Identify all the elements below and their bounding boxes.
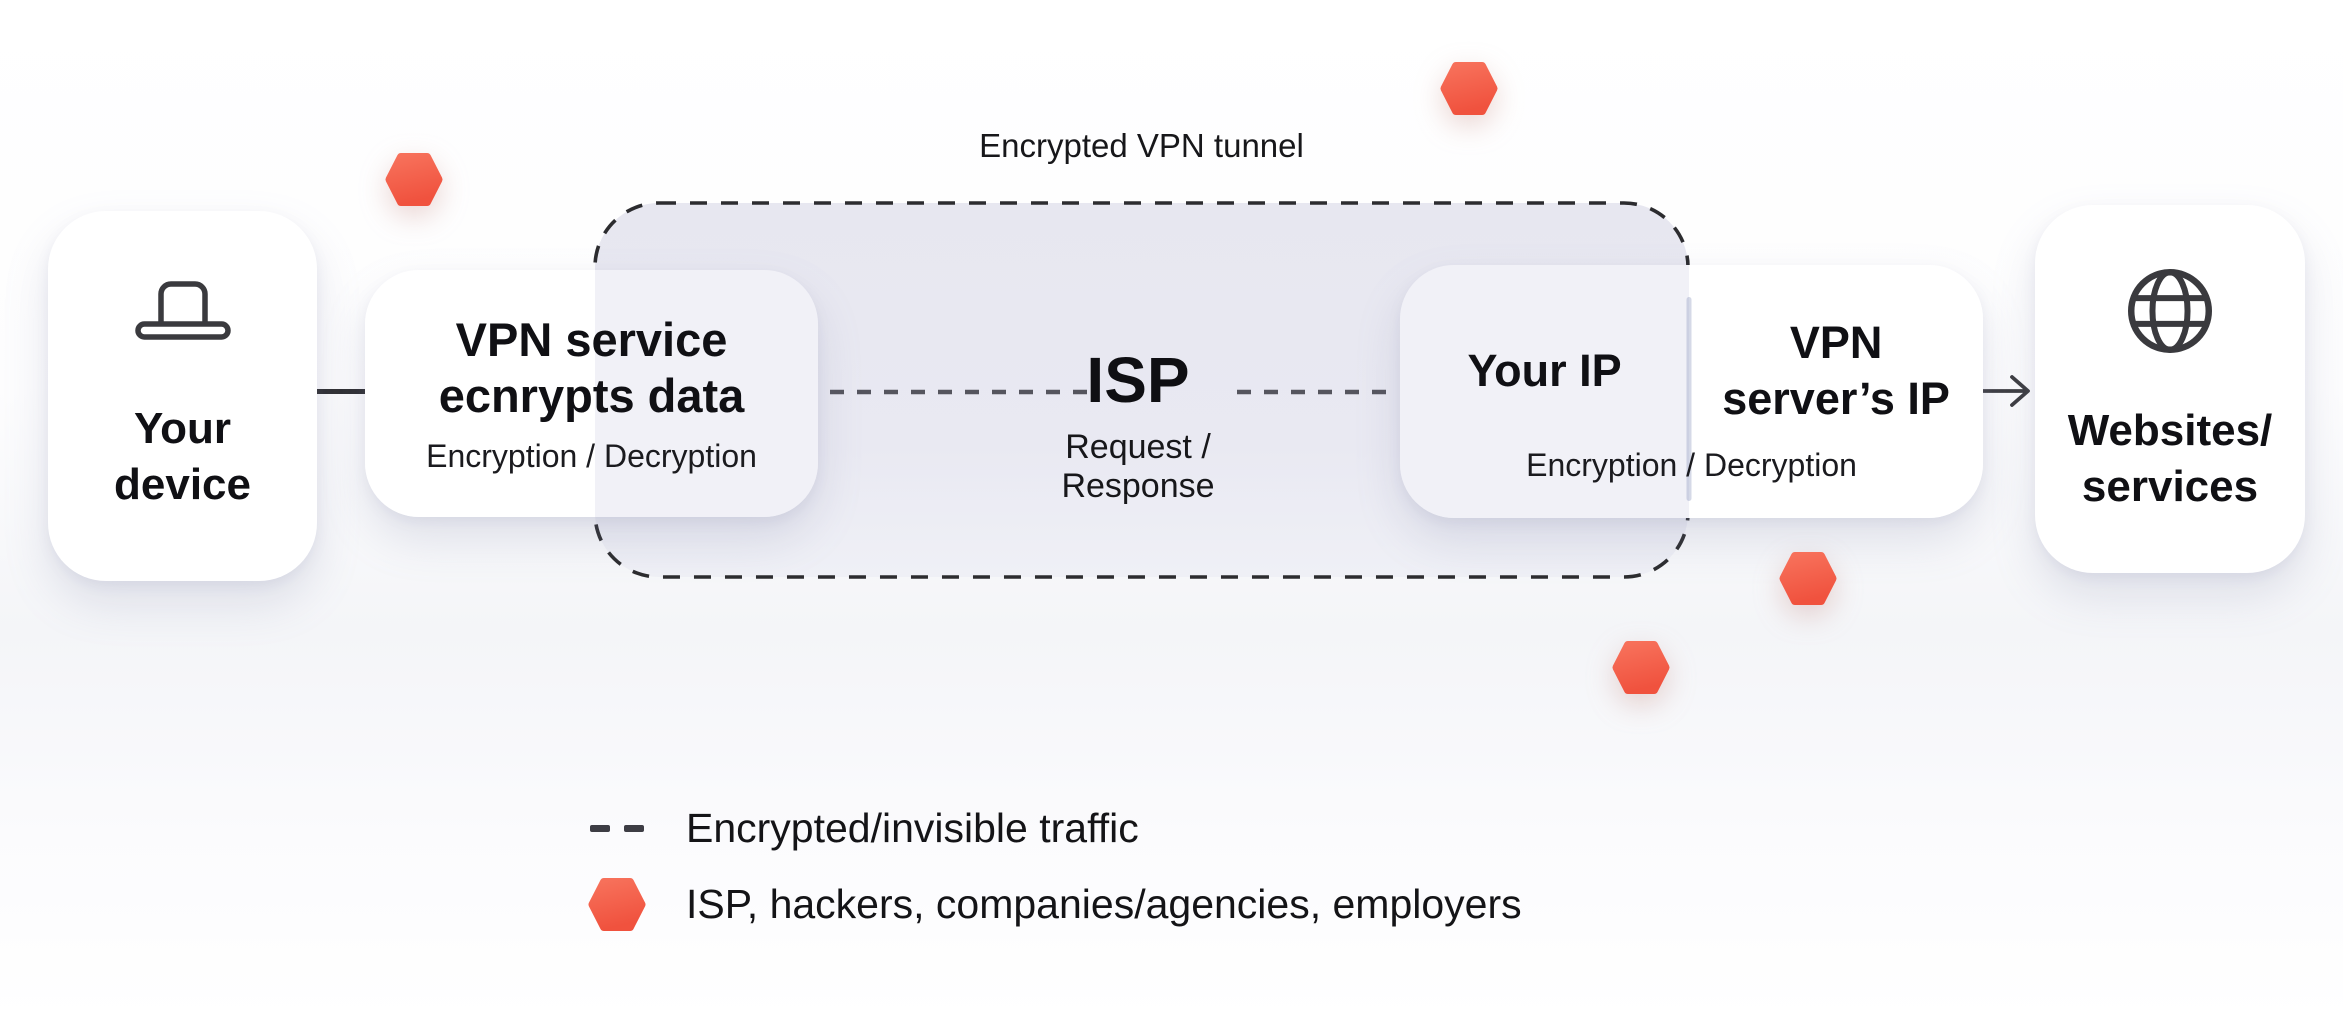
legend-item-threats: ISP, hackers, companies/agencies, employ… xyxy=(588,874,1522,934)
tunnel-edge-divider xyxy=(1686,297,1692,501)
your-device-label: Your device xyxy=(114,403,251,509)
ip-translation-node: Your IP VPN server’s IP Encryption / Dec… xyxy=(1400,265,1983,518)
laptop-icon xyxy=(134,280,231,340)
isp-title: ISP xyxy=(1086,344,1190,416)
legend-label: ISP, hackers, companies/agencies, employ… xyxy=(686,880,1522,927)
isp-subtitle: Request / Response xyxy=(1061,428,1215,505)
your-device-node: Your device xyxy=(48,211,317,581)
vpn-service-title: VPN service ecnrypts data xyxy=(438,312,745,422)
websites-services-node: Websites/ services xyxy=(2035,205,2305,573)
dashed-line-icon xyxy=(588,824,646,832)
isp-node: ISP Request / Response xyxy=(1008,348,1268,506)
threat-hexagon-icon xyxy=(385,153,443,206)
websites-services-label: Websites/ services xyxy=(2067,405,2273,511)
arrow-right-icon xyxy=(1982,375,2030,407)
device-to-vpn-connector xyxy=(310,389,367,394)
tunnel-label: Encrypted VPN tunnel xyxy=(979,127,1304,164)
globe-icon xyxy=(2128,268,2212,353)
threat-hexagon-icon xyxy=(1440,62,1498,115)
threat-hexagon-icon xyxy=(1612,641,1670,694)
vpn-service-subtitle: Encryption / Decryption xyxy=(426,438,757,475)
isp-to-ip-dashed-connector xyxy=(1237,389,1399,395)
legend-item-encrypted-traffic: Encrypted/invisible traffic xyxy=(588,802,1139,854)
threat-hexagon-icon xyxy=(1779,552,1837,605)
ip-box-subtitle: Encryption / Decryption xyxy=(1526,447,1857,483)
vpn-server-ip-label: VPN server’s IP xyxy=(1722,317,1950,425)
threat-hexagon-icon xyxy=(588,877,646,932)
legend-label: Encrypted/invisible traffic xyxy=(686,804,1139,851)
your-ip-label: Your IP xyxy=(1467,345,1622,396)
vpn-service-node: VPN service ecnrypts data Encryption / D… xyxy=(365,270,818,517)
